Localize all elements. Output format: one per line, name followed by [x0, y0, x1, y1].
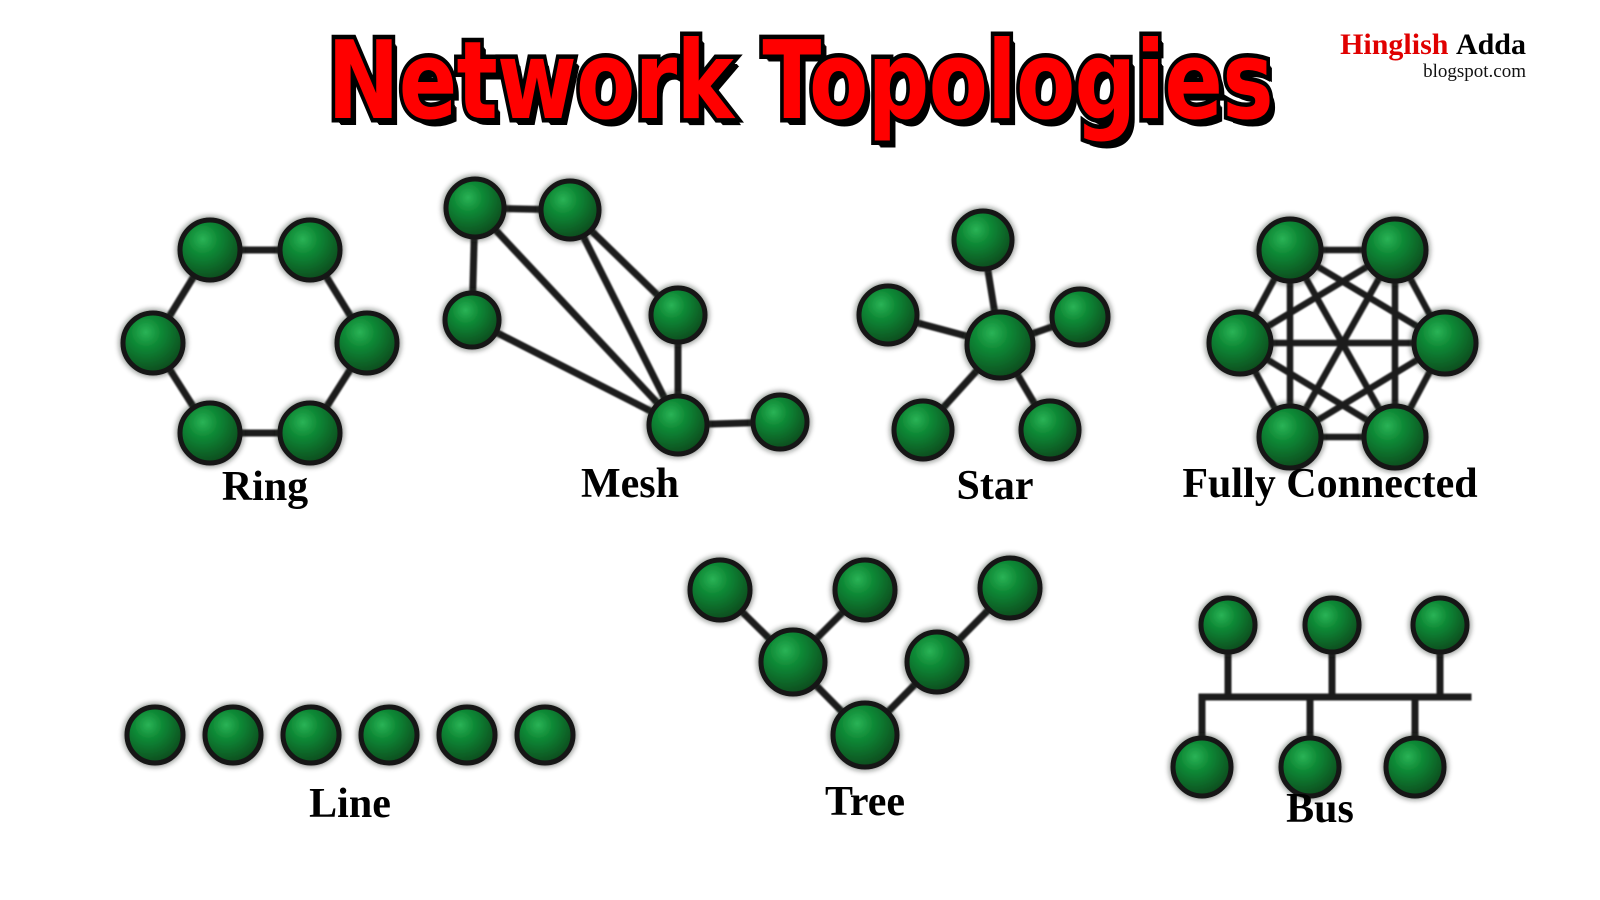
node	[1256, 216, 1324, 284]
tree-nodes	[687, 555, 1043, 770]
topology-mesh: Mesh	[420, 165, 840, 510]
topology-label-bus: Bus	[1286, 786, 1354, 832]
node-top	[1198, 595, 1258, 655]
topology-star: Star	[845, 200, 1145, 515]
node	[124, 704, 186, 766]
watermark-domain: blogspot.com	[1423, 60, 1526, 82]
node-leaf	[832, 557, 898, 623]
topology-tree: Tree	[665, 550, 1065, 840]
mesh-edges	[468, 204, 784, 429]
topology-line: Line	[100, 690, 600, 845]
node	[120, 310, 186, 376]
watermark-brand-first: Hinglish	[1340, 28, 1449, 61]
node	[646, 393, 710, 457]
node	[1206, 309, 1274, 377]
node-bottom	[1278, 735, 1342, 799]
bus-edges	[1198, 641, 1472, 746]
node-leaf	[977, 555, 1043, 621]
line-diagram	[124, 704, 576, 766]
node	[514, 704, 576, 766]
topology-bus: Bus	[1130, 590, 1510, 850]
node	[177, 400, 243, 466]
node	[277, 217, 343, 283]
mesh-nodes	[442, 176, 810, 457]
node	[358, 704, 420, 766]
node	[648, 285, 708, 345]
watermark-brand: Hinglish Adda	[1340, 28, 1526, 61]
node	[280, 704, 342, 766]
node	[442, 290, 502, 350]
node-leaf-top	[951, 208, 1015, 272]
topology-label-mesh: Mesh	[581, 461, 679, 507]
topology-label-star: Star	[956, 463, 1034, 509]
watermark: Hinglish Adda blogspot.com	[1340, 28, 1526, 82]
topology-label-ring: Ring	[221, 464, 309, 510]
node-top	[1302, 595, 1362, 655]
node-bottom	[1170, 735, 1234, 799]
node-branch	[758, 627, 828, 697]
node-top	[1410, 595, 1470, 655]
star-nodes	[856, 208, 1111, 462]
node-bottom	[1383, 735, 1447, 799]
node	[436, 704, 498, 766]
node-leaf-bottom-left	[891, 398, 955, 462]
topology-fully-connected: Fully Connected	[1160, 205, 1500, 510]
watermark-brand-second: Adda	[1455, 28, 1526, 61]
star-diagram	[856, 208, 1111, 462]
ring-nodes	[120, 217, 400, 466]
fully-connected-nodes	[1206, 216, 1479, 471]
node-leaf-bottom-right	[1018, 398, 1082, 462]
line-nodes	[124, 704, 576, 766]
node-root	[830, 700, 900, 770]
mesh-diagram	[442, 176, 810, 457]
topology-ring: Ring	[105, 205, 425, 510]
node	[177, 217, 243, 283]
page-title: Network Topologies	[324, 19, 1278, 144]
node-leaf-right	[1049, 286, 1111, 348]
node	[443, 176, 507, 240]
node	[1256, 403, 1324, 471]
node-leaf	[687, 557, 753, 623]
node	[538, 178, 602, 242]
node	[1411, 309, 1479, 377]
node-branch	[904, 629, 970, 695]
node	[1361, 403, 1429, 471]
fully-connected-diagram	[1206, 216, 1479, 471]
node	[1361, 216, 1429, 284]
tree-diagram	[687, 555, 1043, 770]
topology-label-fully-connected: Fully Connected	[1182, 461, 1478, 507]
node	[202, 704, 264, 766]
node	[750, 392, 810, 452]
topology-label-line: Line	[309, 781, 391, 827]
ring-diagram	[120, 217, 400, 466]
node-hub	[964, 309, 1036, 381]
topology-label-tree: Tree	[824, 779, 906, 825]
bus-diagram	[1170, 595, 1472, 799]
node	[277, 400, 343, 466]
node	[334, 310, 400, 376]
bus-nodes	[1170, 595, 1470, 799]
node-leaf-left	[856, 283, 920, 347]
